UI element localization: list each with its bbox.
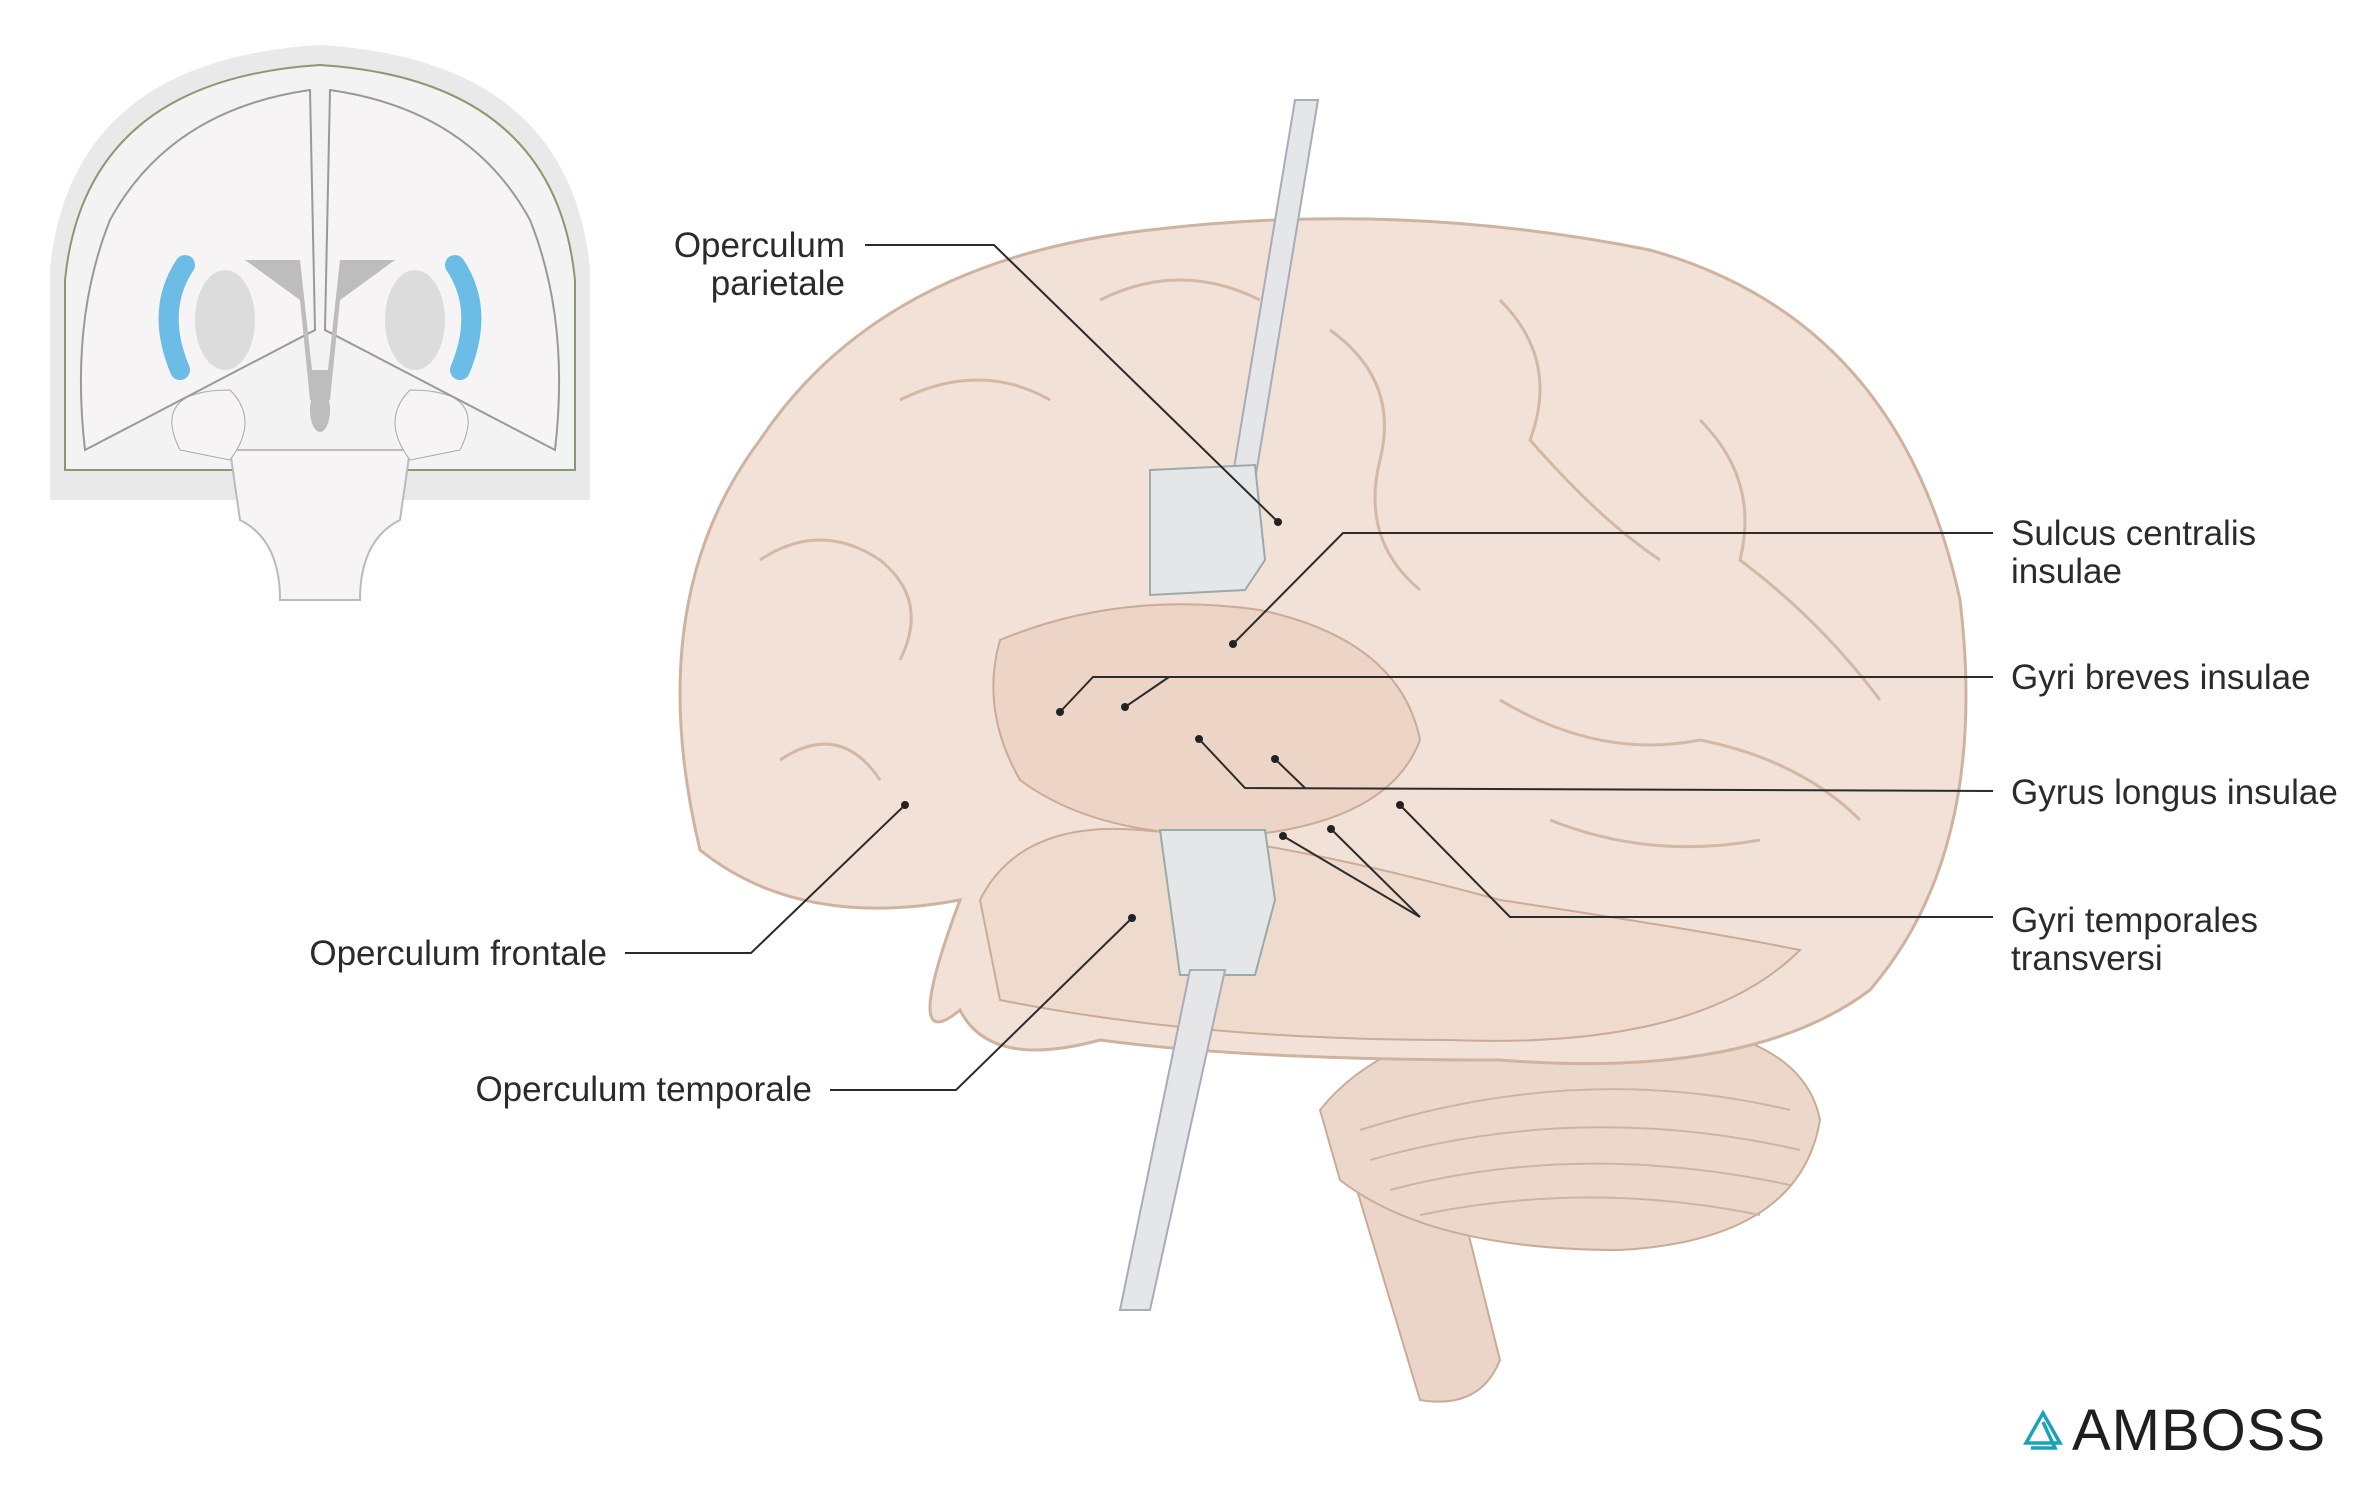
label-gyri-temporales-transversi-2: transversi — [2011, 939, 2163, 978]
label-gyri-breves-insulae: Gyri breves insulae — [2011, 658, 2311, 697]
label-gyri-temporales-transversi-1: Gyri temporales — [2011, 901, 2258, 940]
label-operculum-parietale-2: parietale — [711, 264, 845, 303]
amboss-logo: AMBOSS — [2022, 1398, 2326, 1463]
label-sulcus-centralis-insulae-2: insulae — [2011, 552, 2122, 591]
label-operculum-temporale: Operculum temporale — [475, 1070, 812, 1109]
lower-retractor — [1118, 829, 1277, 1311]
brain-illustration — [678, 217, 1968, 1403]
leader-lines — [625, 244, 1994, 1091]
amboss-triangle-icon — [2022, 1409, 2064, 1450]
label-operculum-parietale-1: Operculum — [674, 226, 845, 265]
label-sulcus-centralis-insulae-1: Sulcus centralis — [2011, 514, 2256, 553]
amboss-wordmark: AMBOSS — [2072, 1398, 2326, 1463]
upper-retractor — [1149, 99, 1320, 597]
coronal-section-inset — [50, 45, 590, 601]
label-gyrus-longus-insulae: Gyrus longus insulae — [2011, 773, 2338, 812]
label-operculum-frontale: Operculum frontale — [309, 934, 607, 973]
